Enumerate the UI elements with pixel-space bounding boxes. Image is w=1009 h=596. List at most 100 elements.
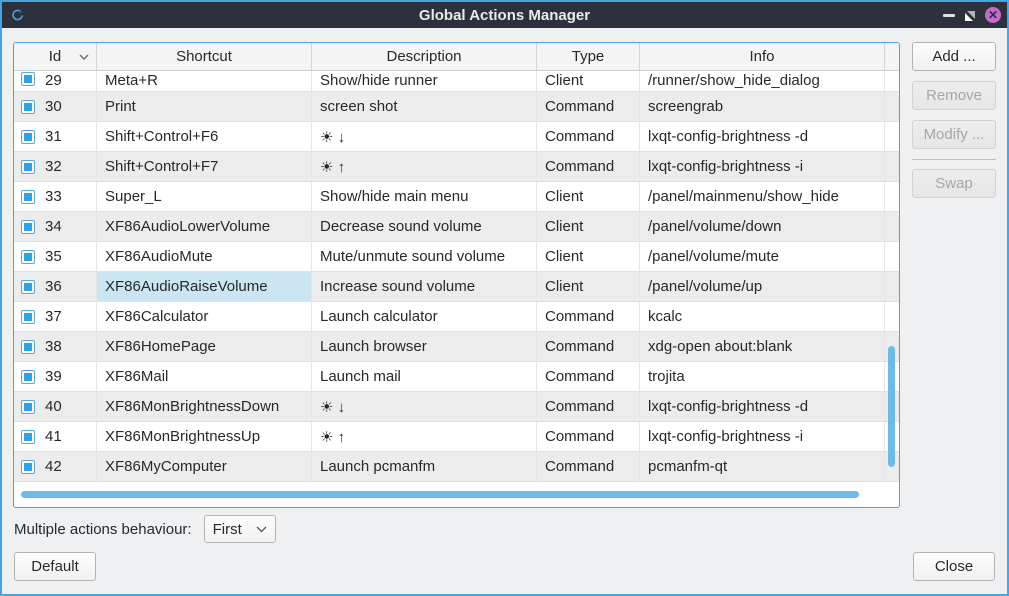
row-enabled-checkbox[interactable] (21, 429, 35, 444)
cell-id[interactable]: 36 (14, 272, 97, 302)
row-enabled-checkbox[interactable] (21, 159, 35, 174)
cell-description[interactable]: Show/hide runner (312, 71, 537, 92)
cell-info[interactable]: lxqt-config-brightness -i (640, 152, 885, 182)
cell-description[interactable]: Launch mail (312, 362, 537, 392)
cell-type[interactable]: Command (537, 392, 640, 422)
cell-type[interactable]: Command (537, 452, 640, 482)
cell-info[interactable]: kcalc (640, 302, 885, 332)
cell-info[interactable]: /runner/show_hide_dialog (640, 71, 885, 92)
cell-id[interactable]: 32 (14, 152, 97, 182)
cell-description[interactable]: Show/hide main menu (312, 182, 537, 212)
restore-icon[interactable] (964, 9, 976, 21)
cell-description[interactable]: Launch pcmanfm (312, 452, 537, 482)
row-enabled-checkbox[interactable] (21, 279, 35, 294)
close-button[interactable]: Close (913, 552, 995, 581)
row-enabled-checkbox[interactable] (21, 129, 35, 144)
row-enabled-checkbox[interactable] (21, 249, 35, 264)
cell-info[interactable]: pcmanfm-qt (640, 452, 885, 482)
cell-shortcut[interactable]: XF86Calculator (97, 302, 312, 332)
cell-shortcut[interactable]: Super_L (97, 182, 312, 212)
column-header-id[interactable]: Id (14, 43, 97, 70)
cell-shortcut[interactable]: XF86MonBrightnessUp (97, 422, 312, 452)
cell-type[interactable]: Client (537, 242, 640, 272)
cell-shortcut[interactable]: XF86Mail (97, 362, 312, 392)
minimize-icon[interactable] (943, 13, 955, 17)
row-enabled-checkbox[interactable] (21, 219, 35, 234)
cell-description[interactable]: screen shot (312, 92, 537, 122)
cell-shortcut[interactable]: XF86AudioLowerVolume (97, 212, 312, 242)
cell-id[interactable]: 40 (14, 392, 97, 422)
row-enabled-checkbox[interactable] (21, 99, 35, 114)
row-enabled-checkbox[interactable] (21, 309, 35, 324)
cell-type[interactable]: Client (537, 182, 640, 212)
horizontal-scrollbar-thumb[interactable] (21, 491, 859, 498)
column-header-shortcut[interactable]: Shortcut (97, 43, 312, 70)
cell-type[interactable]: Client (537, 71, 640, 92)
cell-description[interactable]: ☀ ↑ (312, 422, 537, 452)
cell-info[interactable]: screengrab (640, 92, 885, 122)
row-enabled-checkbox[interactable] (21, 399, 35, 414)
cell-description[interactable]: ☀ ↓ (312, 122, 537, 152)
cell-info[interactable]: /panel/mainmenu/show_hide (640, 182, 885, 212)
cell-info[interactable]: /panel/volume/down (640, 212, 885, 242)
cell-description[interactable]: Mute/unmute sound volume (312, 242, 537, 272)
cell-shortcut[interactable]: Meta+R (97, 71, 312, 92)
cell-type[interactable]: Command (537, 422, 640, 452)
cell-info[interactable]: trojita (640, 362, 885, 392)
cell-shortcut[interactable]: XF86AudioRaiseVolume (97, 272, 312, 302)
column-header-type[interactable]: Type (537, 43, 640, 70)
cell-shortcut[interactable]: Print (97, 92, 312, 122)
cell-id[interactable]: 39 (14, 362, 97, 392)
cell-info[interactable]: /panel/volume/up (640, 272, 885, 302)
cell-id[interactable]: 41 (14, 422, 97, 452)
close-icon[interactable]: ✕ (985, 7, 1001, 23)
cell-shortcut[interactable]: Shift+Control+F7 (97, 152, 312, 182)
cell-description[interactable]: Launch calculator (312, 302, 537, 332)
cell-id[interactable]: 33 (14, 182, 97, 212)
vertical-scrollbar-thumb[interactable] (888, 346, 895, 467)
row-enabled-checkbox[interactable] (21, 72, 35, 86)
row-enabled-checkbox[interactable] (21, 339, 35, 354)
cell-description[interactable]: Launch browser (312, 332, 537, 362)
cell-info[interactable]: lxqt-config-brightness -d (640, 392, 885, 422)
cell-shortcut[interactable]: XF86MyComputer (97, 452, 312, 482)
row-enabled-checkbox[interactable] (21, 459, 35, 474)
row-enabled-checkbox[interactable] (21, 189, 35, 204)
cell-id[interactable]: 31 (14, 122, 97, 152)
column-header-info[interactable]: Info (640, 43, 885, 70)
cell-type[interactable]: Command (537, 92, 640, 122)
add-button[interactable]: Add ... (912, 42, 996, 71)
cell-shortcut[interactable]: XF86AudioMute (97, 242, 312, 272)
cell-shortcut[interactable]: Shift+Control+F6 (97, 122, 312, 152)
column-header-description[interactable]: Description (312, 43, 537, 70)
cell-id[interactable]: 34 (14, 212, 97, 242)
cell-description[interactable]: Decrease sound volume (312, 212, 537, 242)
cell-id[interactable]: 38 (14, 332, 97, 362)
cell-type[interactable]: Command (537, 122, 640, 152)
cell-type[interactable]: Command (537, 332, 640, 362)
cell-info[interactable]: /panel/volume/mute (640, 242, 885, 272)
cell-description[interactable]: ☀ ↑ (312, 152, 537, 182)
cell-type[interactable]: Client (537, 212, 640, 242)
cell-info[interactable]: xdg-open about:blank (640, 332, 885, 362)
cell-info[interactable]: lxqt-config-brightness -d (640, 122, 885, 152)
cell-type[interactable]: Command (537, 152, 640, 182)
cell-id[interactable]: 42 (14, 452, 97, 482)
cell-id[interactable]: 29 (14, 71, 97, 92)
cell-shortcut[interactable]: XF86HomePage (97, 332, 312, 362)
titlebar[interactable]: Global Actions Manager ✕ (2, 2, 1007, 28)
cell-type[interactable]: Command (537, 362, 640, 392)
cell-id[interactable]: 30 (14, 92, 97, 122)
